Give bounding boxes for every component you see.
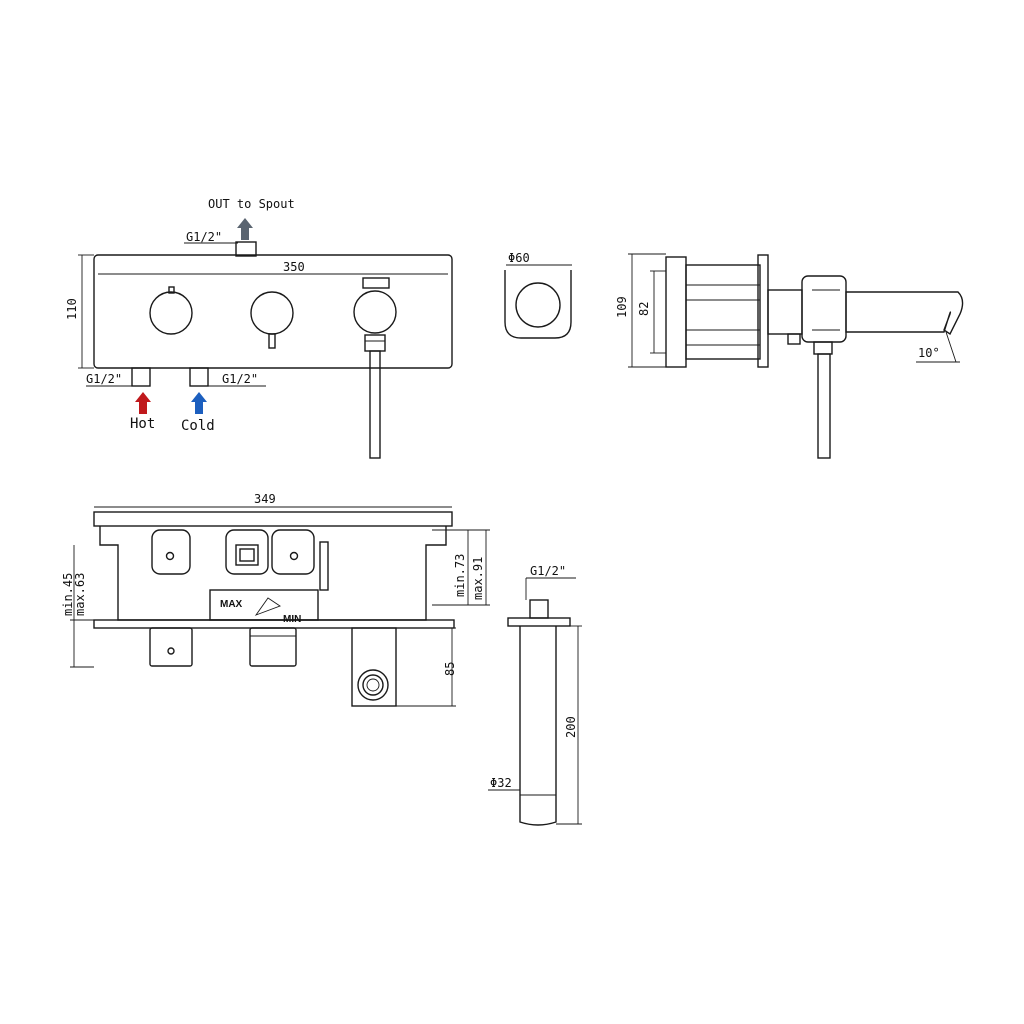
body-base — [93, 619, 455, 629]
hot-label: Hot — [130, 416, 155, 432]
cartridge-slot-1 — [151, 529, 191, 575]
side-depth-inner-dim: 82 — [637, 302, 651, 316]
handle-body — [504, 270, 572, 339]
body-section-view: 349 MAX MIN min.45 max.63 min.73 max.91 — [61, 492, 490, 707]
body-max-left-dim: max.63 — [73, 573, 87, 616]
cartridge-slot-2 — [225, 529, 269, 575]
rough-in-housing — [665, 256, 687, 368]
max-label: MAX — [220, 599, 243, 610]
cold-thread-label: G1/2" — [222, 372, 258, 386]
body-depth-dim: 85 — [443, 662, 457, 676]
cold-inlet — [189, 367, 209, 387]
side-hose — [817, 353, 831, 459]
hot-inlet — [131, 367, 151, 387]
body-width-dim: 349 — [254, 492, 276, 506]
spout-flange — [507, 617, 571, 627]
diverter-body — [767, 289, 803, 335]
section-diverter — [351, 627, 397, 707]
min-label: MIN — [283, 614, 301, 625]
front-view: OUT to Spout G1/2" 350 110 G1/2" — [65, 197, 453, 459]
spout-pipe — [519, 626, 557, 826]
body-min-right-dim: min.73 — [453, 554, 467, 597]
cartridge-slot-3 — [271, 529, 315, 575]
cold-arrow-icon — [191, 392, 207, 414]
cold-label: Cold — [181, 418, 215, 434]
body-max-right-dim: max.91 — [471, 557, 485, 600]
shower-hose — [369, 350, 381, 459]
front-plate — [93, 254, 453, 369]
body-lid — [93, 511, 453, 527]
front-width-dim: 350 — [283, 260, 305, 274]
out-arrow-icon — [237, 218, 253, 240]
spout-thread-label: G1/2" — [530, 564, 566, 578]
out-thread-label: G1/2" — [186, 230, 222, 244]
thermostat-knob — [149, 291, 193, 335]
side-view: 109 82 10° — [615, 253, 964, 459]
front-height-dim: 110 — [65, 298, 79, 320]
wall-icon — [254, 597, 281, 616]
spout-view: G1/2" Φ32 200 — [488, 564, 582, 826]
hot-thread-label: G1/2" — [86, 372, 122, 386]
top-outlet — [235, 241, 257, 257]
out-to-spout-label: OUT to Spout — [208, 197, 295, 211]
flow-knob — [250, 291, 294, 335]
section-hot-inlet — [149, 627, 193, 667]
body-min-left-dim: min.45 — [61, 573, 75, 616]
diverter-knob — [353, 290, 397, 334]
handle-view: Φ60 — [504, 251, 572, 339]
spout-connector — [529, 599, 549, 619]
spout-length-dim: 200 — [564, 716, 578, 738]
spout-angle-dim: 10° — [918, 346, 940, 360]
spout-diameter-dim: Φ32 — [490, 776, 512, 790]
side-depth-outer-dim: 109 — [615, 296, 629, 318]
install-guide — [209, 589, 319, 621]
side-spout — [845, 291, 964, 336]
handle-diameter-dim: Φ60 — [508, 251, 530, 265]
section-cold-inlet — [249, 627, 297, 667]
hot-arrow-icon — [135, 392, 151, 414]
